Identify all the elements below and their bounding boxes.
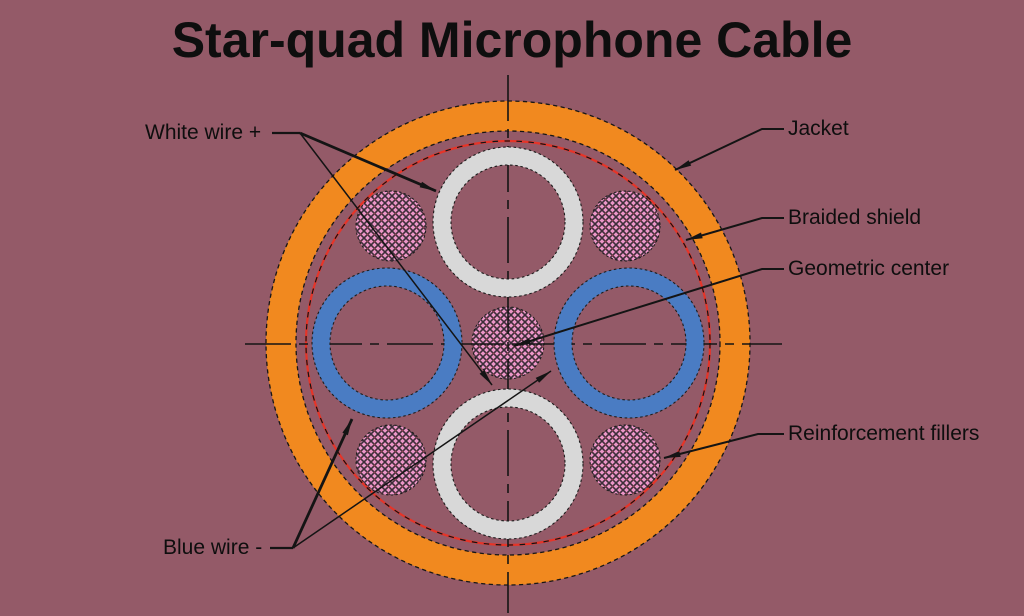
wire-white-bottom-insulation [433, 389, 583, 539]
filler-bottom-right [589, 424, 661, 496]
leader-lines [270, 128, 784, 550]
label-blue-wire: Blue wire - [163, 536, 263, 559]
label-reinforcement-fillers: Reinforcement fillers [788, 422, 980, 445]
wire-blue-left-insulation [312, 268, 462, 418]
filler-top-right [589, 190, 661, 262]
wire-white-top-inner-edge [450, 164, 566, 280]
wire-white-bottom [432, 388, 584, 540]
leader-blue-wire-left [291, 418, 354, 549]
wire-blue-left-inner-edge [329, 285, 445, 401]
leader-geometric-center [513, 268, 784, 347]
wire-white-top-outer-edge [432, 146, 584, 298]
jacket-outer-edge [265, 100, 751, 586]
page-title: Star-quad Microphone Cable [171, 12, 853, 68]
leader-blue-wire-right [292, 370, 552, 549]
wire-blue-right-outer-edge [553, 267, 705, 419]
wire-blue-right-inner-edge [571, 285, 687, 401]
leader-jacket [674, 128, 784, 171]
wire-white-bottom-outer-edge [432, 388, 584, 540]
label-white-wire: White wire + [145, 121, 262, 144]
wire-blue-right-insulation [554, 268, 704, 418]
wire-white-top-insulation [433, 147, 583, 297]
leader-white-wire-top [299, 131, 437, 193]
filler-top-left [355, 190, 427, 262]
leader-white-wire-bottom [299, 132, 493, 386]
leader-reinforcement-fillers [663, 433, 784, 459]
wire-white-top [432, 146, 584, 298]
reinforcement-fillers [355, 190, 661, 496]
wire-white-bottom-inner-edge [450, 406, 566, 522]
label-geometric-center: Geometric center [788, 257, 950, 280]
wire-blue-left [311, 267, 463, 419]
wire-blue-right [553, 267, 705, 419]
filler-bottom-left [355, 424, 427, 496]
leader-braided-shield [685, 217, 784, 241]
label-jacket: Jacket [788, 117, 849, 140]
label-braided-shield: Braided shield [788, 206, 922, 229]
wire-blue-left-outer-edge [311, 267, 463, 419]
